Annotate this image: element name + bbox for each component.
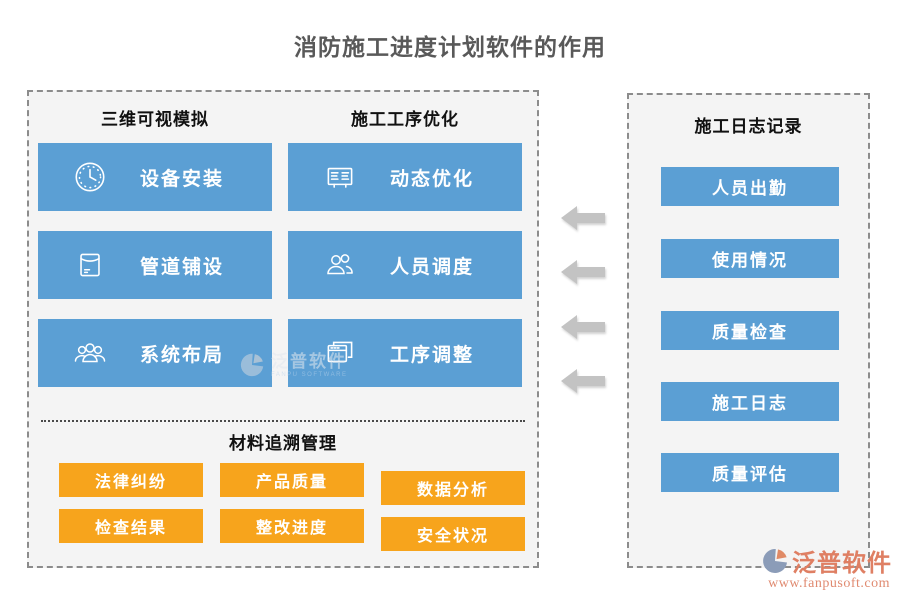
construction-log-panel: 施工日志记录 人员出勤 使用情况 质量检查 施工日志 质量评估 bbox=[627, 93, 870, 568]
list-board-icon bbox=[320, 157, 360, 197]
feature-label: 管道铺设 bbox=[139, 256, 224, 278]
simulation-optimization-panel: 三维可视模拟 施工工序优化 设备安装 管道铺设 bbox=[27, 90, 539, 568]
feature-label: 系统布局 bbox=[139, 344, 224, 366]
column-header-process-optimization: 施工工序优化 bbox=[351, 110, 459, 129]
materials-button-inspection-results[interactable]: 检查结果 bbox=[59, 509, 203, 543]
materials-button-safety-status[interactable]: 安全状况 bbox=[381, 517, 525, 551]
column-header-3d-simulation: 三维可视模拟 bbox=[101, 110, 209, 129]
people-pair-icon bbox=[320, 245, 360, 285]
feature-label: 动态优化 bbox=[389, 168, 474, 190]
log-button-quality-inspection[interactable]: 质量检查 bbox=[661, 311, 839, 350]
feature-system-layout[interactable]: 系统布局 bbox=[38, 319, 272, 387]
feature-personnel-scheduling[interactable]: 人员调度 bbox=[288, 231, 522, 299]
clock-icon bbox=[70, 157, 110, 197]
left-arrow-icon bbox=[561, 314, 605, 340]
envelope-icon bbox=[70, 245, 110, 285]
feature-process-adjustment[interactable]: 工序调整 bbox=[288, 319, 522, 387]
feature-equipment-install[interactable]: 设备安装 bbox=[38, 143, 272, 211]
brand-name: 泛普软件 bbox=[792, 550, 892, 577]
left-arrow-icon bbox=[561, 259, 605, 285]
windows-stack-icon bbox=[320, 333, 360, 373]
brand-url[interactable]: www.fanpusoft.com bbox=[768, 576, 890, 591]
materials-button-legal-disputes[interactable]: 法律纠纷 bbox=[59, 463, 203, 497]
brand-logo-icon bbox=[760, 546, 790, 576]
left-arrow-icon bbox=[561, 205, 605, 231]
feature-pipeline-laying[interactable]: 管道铺设 bbox=[38, 231, 272, 299]
feature-label: 人员调度 bbox=[389, 256, 474, 278]
left-arrow-icon bbox=[561, 368, 605, 394]
feature-label: 工序调整 bbox=[389, 344, 474, 366]
feature-label: 设备安装 bbox=[139, 168, 224, 190]
log-button-personnel-attendance[interactable]: 人员出勤 bbox=[661, 167, 839, 206]
brand-logo[interactable]: 泛普软件 www.fanpusoft.com bbox=[760, 543, 892, 592]
log-button-usage-status[interactable]: 使用情况 bbox=[661, 239, 839, 278]
dotted-divider bbox=[41, 420, 525, 422]
feature-dynamic-optimization[interactable]: 动态优化 bbox=[288, 143, 522, 211]
materials-button-data-analysis[interactable]: 数据分析 bbox=[381, 471, 525, 505]
people-group-icon bbox=[70, 333, 110, 373]
materials-button-product-quality[interactable]: 产品质量 bbox=[220, 463, 364, 497]
materials-section-header: 材料追溯管理 bbox=[229, 434, 337, 453]
log-button-construction-log[interactable]: 施工日志 bbox=[661, 382, 839, 421]
page-title: 消防施工进度计划软件的作用 bbox=[294, 34, 606, 60]
log-button-quality-evaluation[interactable]: 质量评估 bbox=[661, 453, 839, 492]
log-panel-header: 施工日志记录 bbox=[694, 117, 803, 136]
materials-button-rectification-progress[interactable]: 整改进度 bbox=[220, 509, 364, 543]
